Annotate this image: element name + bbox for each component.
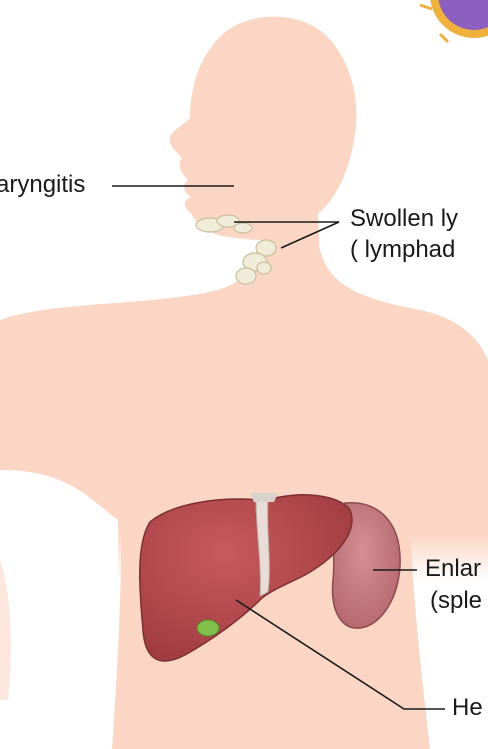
label-laryngitis: aryngitis <box>0 173 85 197</box>
label-swollen-line1: Swollen ly <box>350 207 458 231</box>
label-enlarged-line2: (sple <box>430 589 482 613</box>
label-hepatitis: He <box>452 696 483 720</box>
label-enlarged-line1: Enlar <box>425 557 481 581</box>
virus-icon <box>420 0 488 42</box>
gallbladder <box>197 620 219 636</box>
body-silhouette <box>0 17 488 749</box>
label-swollen-line2: ( lymphad <box>350 238 455 262</box>
